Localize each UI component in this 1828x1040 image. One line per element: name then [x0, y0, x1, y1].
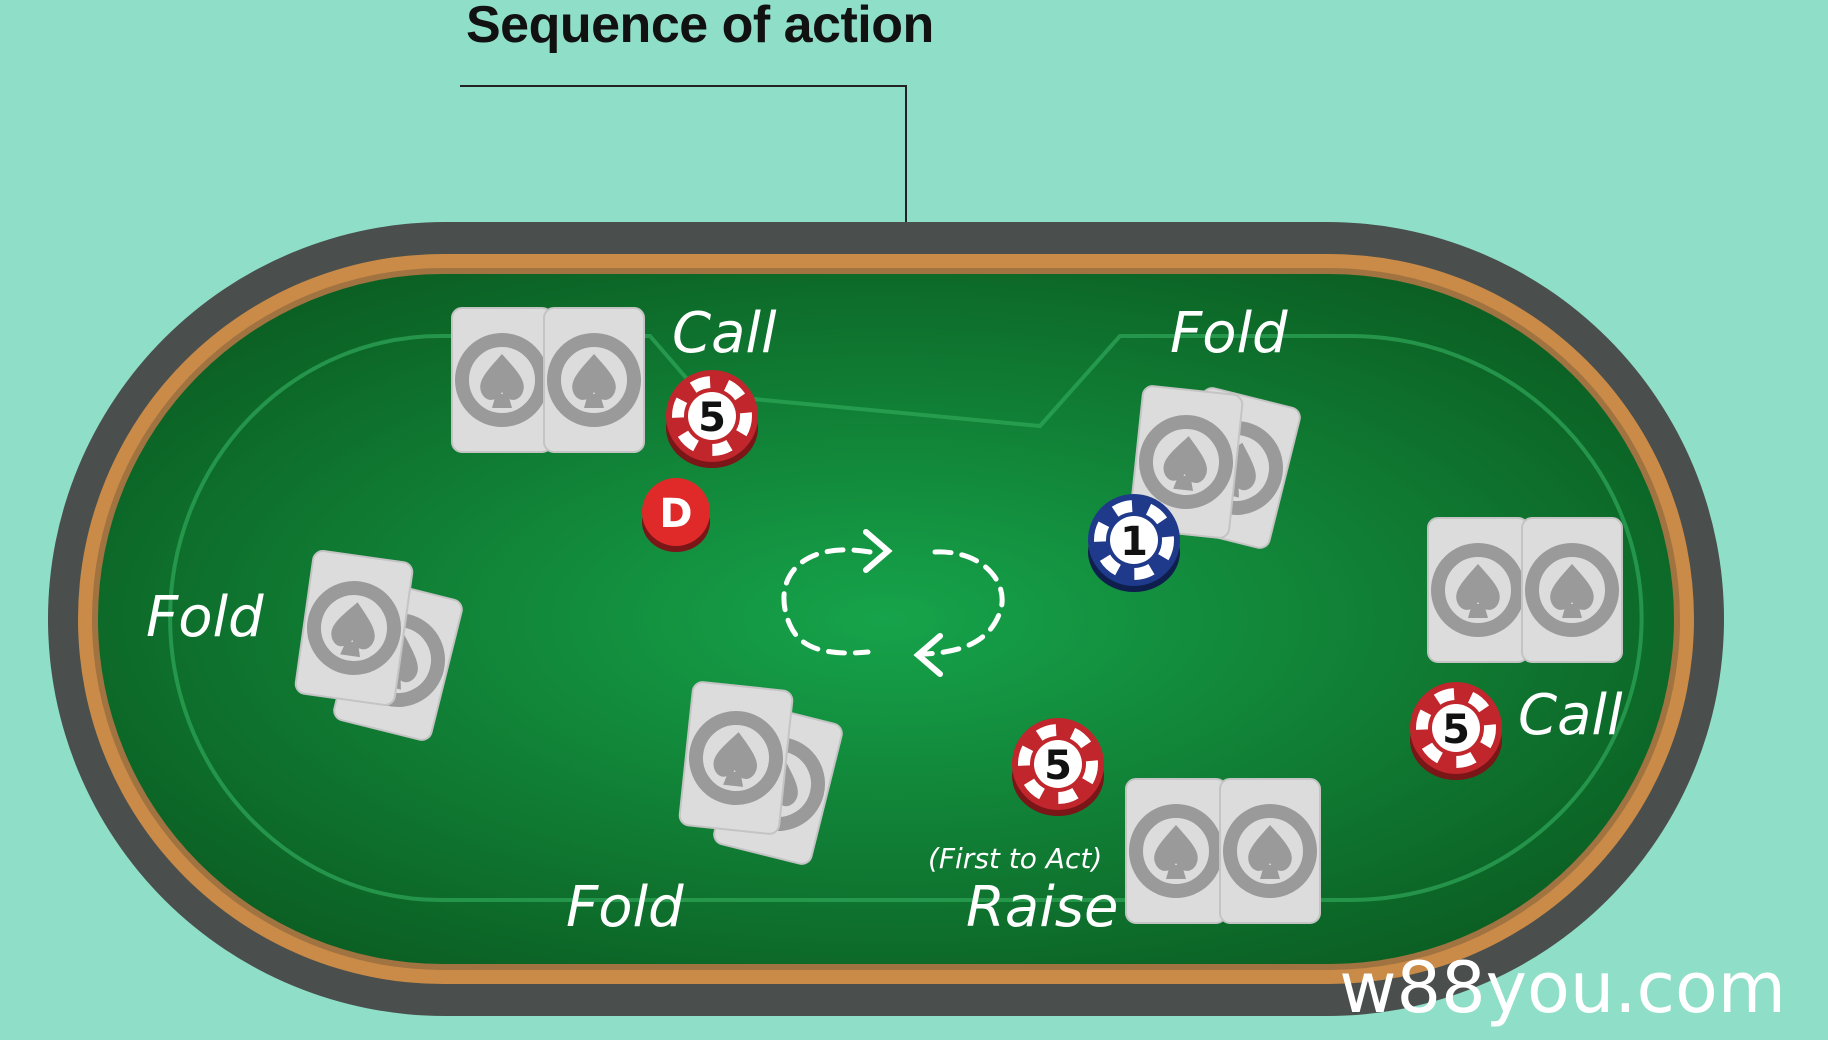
action-top-right: Fold: [1170, 301, 1288, 366]
arrow-head-right-icon: [863, 529, 893, 573]
action-left: Fold: [146, 585, 264, 650]
seat-right-cards: [1428, 518, 1622, 662]
dealer-button-label: D: [659, 491, 692, 537]
card-back-icon: [544, 308, 644, 452]
diagram-title: Sequence of action: [466, 0, 934, 54]
action-bottom-left: Fold: [566, 875, 684, 940]
chip-top-left-value: 5: [698, 395, 726, 441]
dealer-button-icon: D: [642, 478, 710, 552]
card-back-icon: [1428, 518, 1528, 662]
card-back-icon: [294, 550, 413, 707]
betting-line: [168, 334, 1644, 902]
poker-chip-icon: 5: [1410, 682, 1502, 780]
chip-right-value: 5: [1442, 707, 1470, 753]
action-right: Call: [1518, 683, 1623, 748]
arrow-head-left-icon: [913, 633, 943, 677]
action-top-left: Call: [672, 301, 777, 366]
card-back-icon: [679, 681, 794, 835]
poker-chip-icon: 5: [1012, 718, 1104, 816]
card-back-icon: [1220, 779, 1320, 923]
chip-top-right-value: 1: [1120, 519, 1148, 565]
watermark-text: w88you.com: [1339, 947, 1786, 1029]
card-back-icon: [1522, 518, 1622, 662]
card-back-icon: [452, 308, 552, 452]
card-back-icon: [1126, 779, 1226, 923]
first-to-act-note: (First to Act): [928, 842, 1102, 875]
poker-chip-icon: 1: [1088, 494, 1180, 592]
rotation-arrows-icon: [781, 547, 1005, 657]
seat-top-left-cards: [452, 308, 644, 452]
chip-bottom-right-value: 5: [1044, 743, 1072, 789]
poker-chip-icon: 5: [666, 370, 758, 468]
seat-bottom-right-cards: [1126, 779, 1320, 923]
action-bottom-right: Raise: [966, 875, 1118, 940]
